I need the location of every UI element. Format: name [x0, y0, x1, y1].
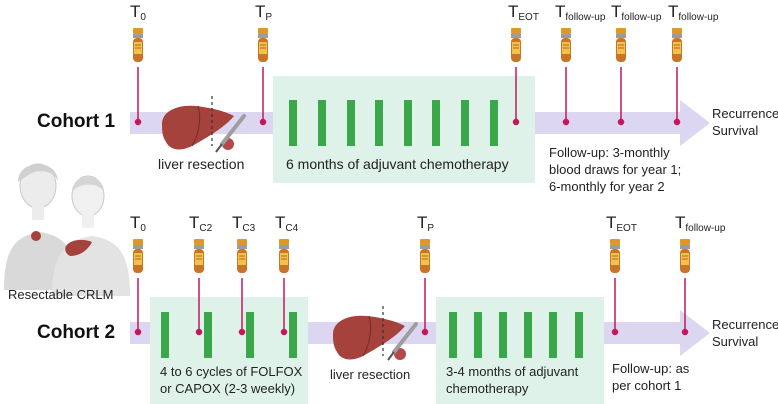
cohort1-timepoint-followup-3: Tfollow-up: [668, 2, 719, 23]
blood-tube-icon: [679, 238, 691, 274]
blood-tube-icon: [560, 27, 572, 63]
cohort2-timepoint-t0: T0: [130, 213, 146, 234]
cohort1-followup-text: Follow-up: 3-monthly blood draws for yea…: [549, 145, 682, 194]
cohort1-chemo-label: 6 months of adjuvant chemotherapy: [286, 156, 509, 172]
cohort2-timeline-arrow: [130, 310, 710, 356]
blood-tube-icon: [132, 27, 144, 63]
cohort2-timepoint-tc2: TC2: [189, 213, 213, 234]
cohort1-resection-label: liver resection: [158, 156, 245, 172]
cohort2-timepoint-ticks: [134, 278, 689, 336]
cohort1-timepoint-followup-2: Tfollow-up: [611, 2, 662, 23]
cohort2-followup-text: Follow-up: as per cohort 1: [612, 361, 690, 393]
cohort2-chemo-bars: [449, 312, 583, 358]
blood-tube-icon: [419, 238, 431, 274]
cohort1-title: Cohort 1: [37, 111, 116, 132]
cohort1-timepoint-tp: TP: [255, 2, 273, 23]
blood-tube-icon: [132, 238, 144, 274]
cohort1-chemo-bars: [289, 100, 498, 146]
cohort2-timepoint-tc4: TC4: [275, 213, 299, 234]
blood-tube-icon: [257, 27, 269, 63]
cohort1-timepoint-t0: T0: [130, 2, 146, 23]
cohort2-outcome-text: Recurrence Survival: [712, 317, 778, 349]
blood-tube-icon: [671, 27, 683, 63]
blood-tube-icon: [193, 238, 205, 274]
cohort2-title: Cohort 2: [37, 322, 116, 343]
blood-tube-icon: [236, 238, 248, 274]
cohort1-timepoint-ticks: [134, 67, 681, 126]
blood-tube-icon: [510, 27, 522, 63]
cohort2-timepoint-tc3: TC3: [232, 213, 256, 234]
cohort2-neoadjuvant-bars: [161, 312, 297, 358]
cohort2-neoadjuvant-box: [150, 297, 308, 404]
cohort1-outcome-text: Recurrence Survival: [712, 106, 778, 138]
patients-icon: [4, 163, 130, 296]
cohort1-timepoint-followup-1: Tfollow-up: [555, 2, 606, 23]
cohort2-resection-label: liver resection: [330, 367, 411, 382]
cohort2-timepoint-teot: TEOT: [606, 213, 637, 234]
patients-label: Resectable CRLM: [8, 287, 114, 302]
cohort2-timepoint-tp: TP: [417, 213, 435, 234]
blood-tube-icon: [609, 238, 621, 274]
blood-tube-icon: [615, 27, 627, 63]
cohort2-timepoint-followup: Tfollow-up: [675, 213, 726, 234]
cohort1-timepoint-teot: TEOT: [508, 2, 539, 23]
cohort2-neoadjuvant-text: 4 to 6 cycles of FOLFOX or CAPOX (2-3 we…: [160, 364, 303, 396]
cohort2-chemo-text: 3-4 months of adjuvant chemotherapy: [446, 364, 579, 396]
blood-tube-icon: [278, 238, 290, 274]
